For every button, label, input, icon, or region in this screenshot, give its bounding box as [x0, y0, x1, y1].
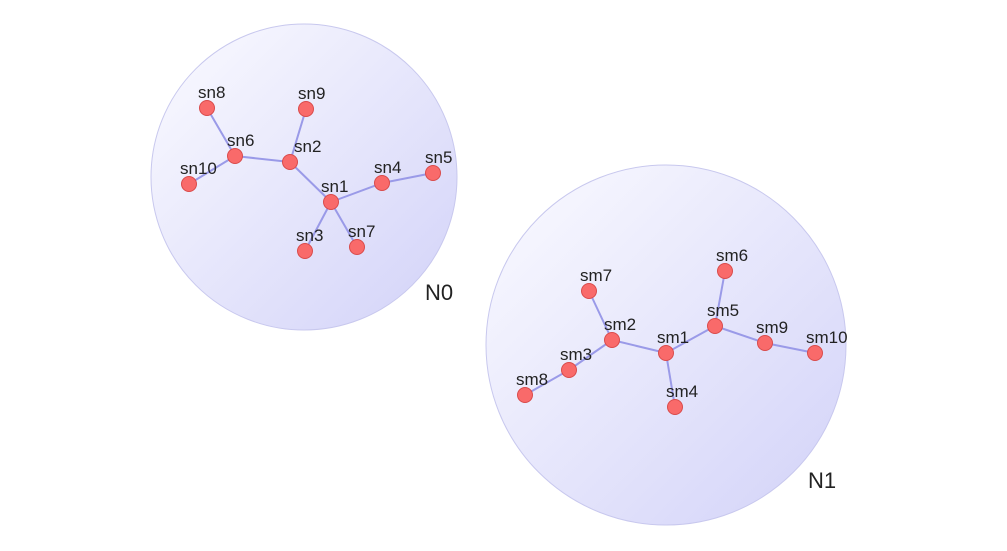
node-sm4-dot[interactable] [667, 399, 683, 415]
node-sm2-label: sm2 [604, 315, 636, 334]
node-sn3-label: sn3 [296, 226, 323, 245]
node-sm3[interactable]: sm3 [560, 345, 592, 378]
node-sn7-dot[interactable] [349, 239, 365, 255]
node-sm3-dot[interactable] [561, 362, 577, 378]
node-sn8-label: sn8 [198, 83, 225, 102]
edge-sm5-sm9 [714, 325, 766, 344]
node-sn4-label: sn4 [374, 158, 401, 177]
edge-sm2-sm3 [568, 339, 613, 371]
node-sn2[interactable]: sn2 [282, 137, 322, 170]
edge-sn2-sn9 [289, 108, 307, 163]
node-sn9[interactable]: sn9 [298, 84, 325, 117]
edge-sm1-sm4 [665, 352, 676, 408]
node-sn4[interactable]: sn4 [374, 158, 401, 191]
node-sn1-dot[interactable] [323, 194, 339, 210]
cluster-n0-nodes: sn1 sn2 sn3 sn4 sn5 sn6 sn7 sn8 sn9 sn10 [180, 83, 452, 259]
edge-sn6-sn10 [188, 155, 236, 185]
edge-sn1-sn3 [304, 201, 332, 252]
node-sm8-label: sm8 [516, 370, 548, 389]
edge-sm9-sm10 [764, 342, 816, 354]
node-sm5-label: sm5 [707, 301, 739, 320]
node-sn4-dot[interactable] [374, 175, 390, 191]
edge-sm1-sm5 [665, 325, 716, 354]
node-sn8-dot[interactable] [199, 100, 215, 116]
node-sm3-label: sm3 [560, 345, 592, 364]
node-sn7-label: sn7 [348, 222, 375, 241]
node-sn1-label: sn1 [321, 177, 348, 196]
cluster-n1-label: N1 [808, 468, 836, 493]
node-sn9-dot[interactable] [298, 101, 314, 117]
node-sm2[interactable]: sm2 [604, 315, 636, 348]
node-sm2-dot[interactable] [604, 332, 620, 348]
node-sn10-dot[interactable] [181, 176, 197, 192]
cluster-n0-label: N0 [425, 280, 453, 305]
node-sm8[interactable]: sm8 [516, 370, 548, 403]
node-sn10-label: sn10 [180, 159, 217, 178]
node-sn7[interactable]: sn7 [348, 222, 375, 255]
edge-sm2-sm7 [588, 290, 613, 341]
cluster-n0: sn1 sn2 sn3 sn4 sn5 sn6 sn7 sn8 sn9 sn10 N0 [150, 23, 458, 331]
edge-sm5-sm6 [714, 270, 726, 327]
node-sm1[interactable]: sm1 [657, 328, 689, 361]
cluster-n1-nodes: sm1 sm2 sm3 sm4 sm5 sm6 sm7 sm8 sm9 sm10 [516, 246, 848, 415]
edge-sm3-sm8 [524, 369, 570, 396]
node-sm6-dot[interactable] [717, 263, 733, 279]
node-sn8[interactable]: sn8 [198, 83, 225, 116]
node-sm10-dot[interactable] [807, 345, 823, 361]
edge-sm1-sm2 [611, 339, 667, 354]
node-sn10[interactable]: sn10 [180, 159, 217, 192]
node-sn5-label: sn5 [425, 148, 452, 167]
node-sn5[interactable]: sn5 [425, 148, 452, 181]
node-sn2-label: sn2 [294, 137, 321, 156]
edge-sn6-sn8 [206, 107, 236, 157]
node-sn3-dot[interactable] [297, 243, 313, 259]
node-sm4[interactable]: sm4 [666, 382, 698, 415]
node-sm9[interactable]: sm9 [756, 318, 788, 351]
node-sm9-label: sm9 [756, 318, 788, 337]
node-sn6-dot[interactable] [227, 148, 243, 164]
cluster-n1-edges [524, 270, 816, 408]
cluster-n0-edges [188, 107, 434, 252]
node-sm8-dot[interactable] [517, 387, 533, 403]
node-sm10[interactable]: sm10 [806, 328, 848, 361]
node-sm9-dot[interactable] [757, 335, 773, 351]
node-sm1-dot[interactable] [658, 345, 674, 361]
node-sn6-label: sn6 [227, 131, 254, 150]
node-sn3[interactable]: sn3 [296, 226, 323, 259]
node-sm7-label: sm7 [580, 266, 612, 285]
edge-sn1-sn4 [330, 182, 383, 203]
node-sn9-label: sn9 [298, 84, 325, 103]
node-sm6[interactable]: sm6 [716, 246, 748, 279]
node-sn1[interactable]: sn1 [321, 177, 348, 210]
node-sn5-dot[interactable] [425, 165, 441, 181]
node-sm4-label: sm4 [666, 382, 698, 401]
node-sm7[interactable]: sm7 [580, 266, 612, 299]
node-sn6[interactable]: sn6 [227, 131, 254, 164]
edge-sn1-sn7 [330, 201, 358, 248]
node-sm6-label: sm6 [716, 246, 748, 265]
node-sn2-dot[interactable] [282, 154, 298, 170]
node-sm7-dot[interactable] [581, 283, 597, 299]
node-sm5[interactable]: sm5 [707, 301, 739, 334]
node-sm1-label: sm1 [657, 328, 689, 347]
edge-sn2-sn6 [234, 155, 291, 163]
cluster-n1: sm1 sm2 sm3 sm4 sm5 sm6 sm7 sm8 sm9 sm10 N1 [485, 164, 848, 526]
edge-sn1-sn2 [289, 161, 332, 203]
node-sm5-dot[interactable] [707, 318, 723, 334]
edge-sn4-sn5 [381, 172, 434, 184]
node-sm10-label: sm10 [806, 328, 848, 347]
